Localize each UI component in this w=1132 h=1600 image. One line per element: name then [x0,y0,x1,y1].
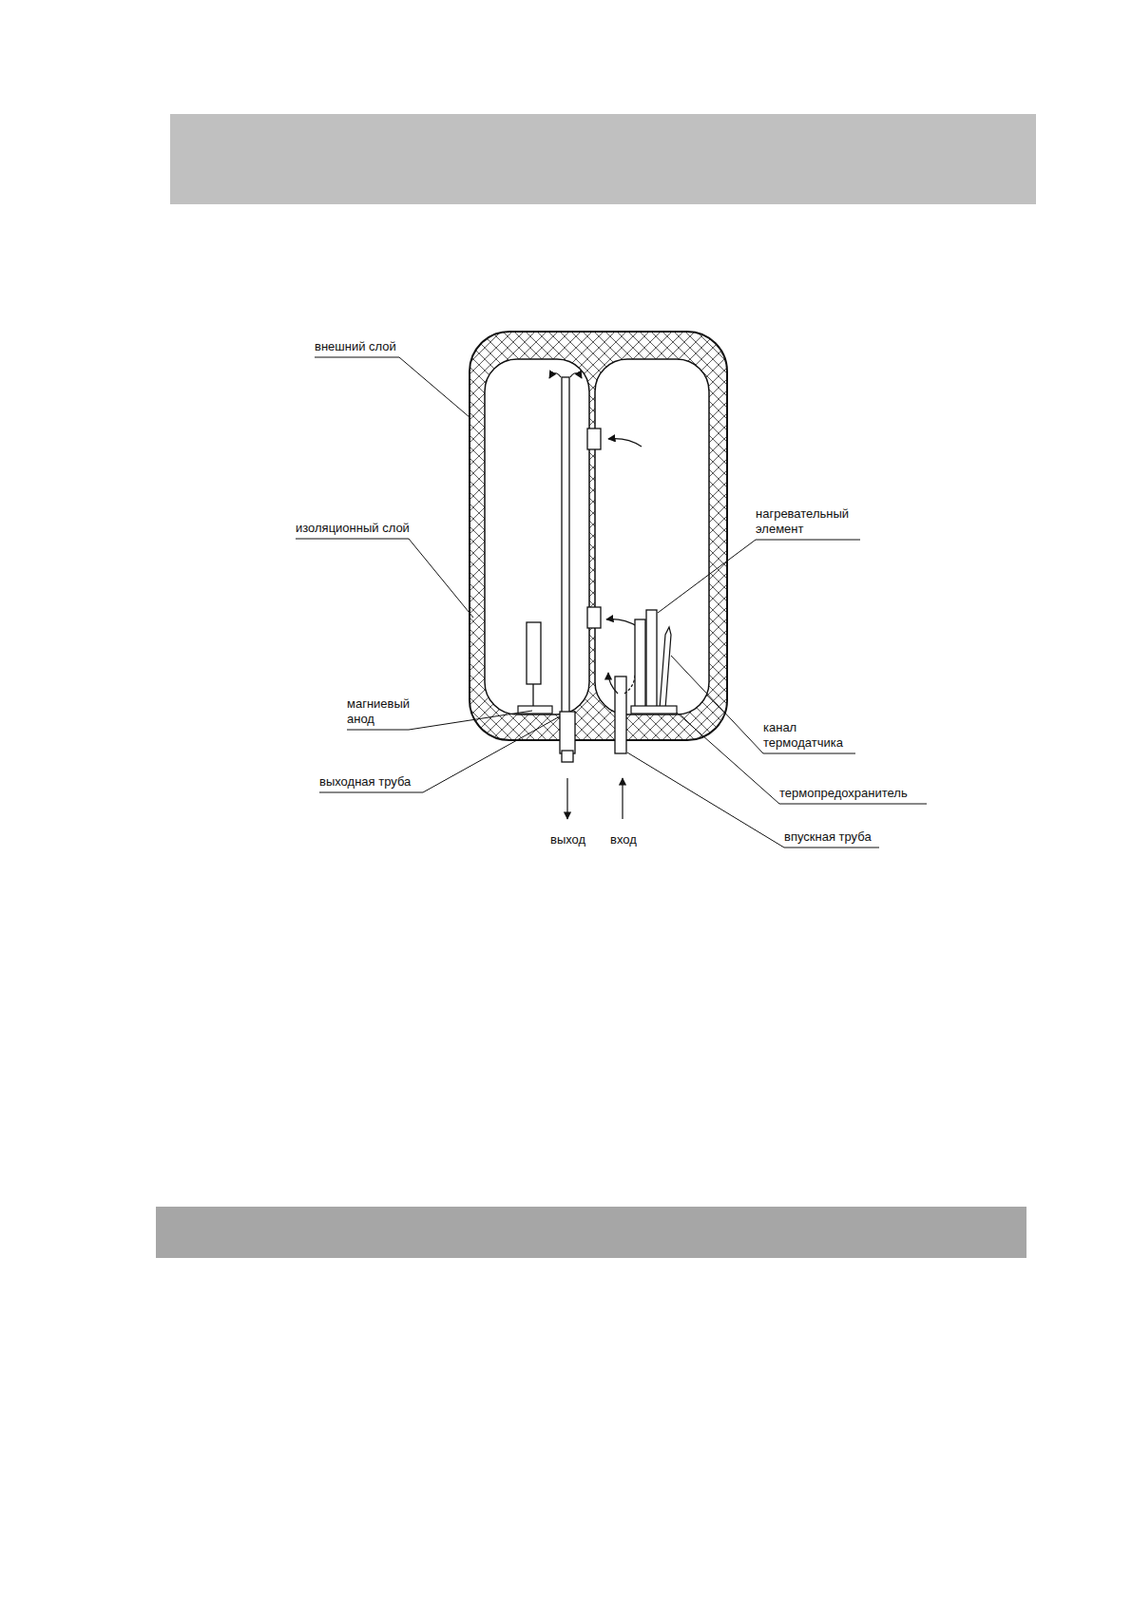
outlet-pipe [561,377,570,715]
part-label: изоляционный слой [295,520,410,537]
sensor-channel [659,627,672,710]
part-label: внешний слой [314,339,397,355]
flow-arrow [608,439,642,447]
flow-arrow [570,373,582,379]
header-bar [170,114,1037,205]
part-label: нагревательный элемент [755,506,863,538]
connector-tube [587,607,601,629]
heating-element [634,619,646,711]
outlet-fitting [559,711,576,754]
right-chamber [594,359,710,715]
heating-element [646,610,657,711]
outlet-fitting [561,750,574,763]
inlet-pipe [614,676,627,754]
footer-bar [155,1207,1027,1259]
flow-arrow [549,373,561,379]
leader-lines [295,357,927,848]
part-label: магниевый анод [346,696,422,728]
part-label: впускная труба [784,829,872,845]
flow-label: вход [610,832,637,848]
connector-tube [587,428,601,450]
flow-arrow [606,619,639,628]
magnesium-anode [526,622,541,685]
heater-flange [631,706,677,714]
part-label: выходная труба [319,774,411,790]
left-chamber [484,359,590,715]
flow-arrow [624,674,635,694]
outflow-arrow [566,778,568,820]
flow-arrow [608,672,618,694]
inflow-arrow [621,778,623,820]
anode-stem [532,684,534,709]
part-label: канал термодатчика [763,720,856,751]
outer-shell [469,331,728,741]
part-label: термопредохранитель [779,786,908,802]
flow-label: выход [550,832,586,848]
